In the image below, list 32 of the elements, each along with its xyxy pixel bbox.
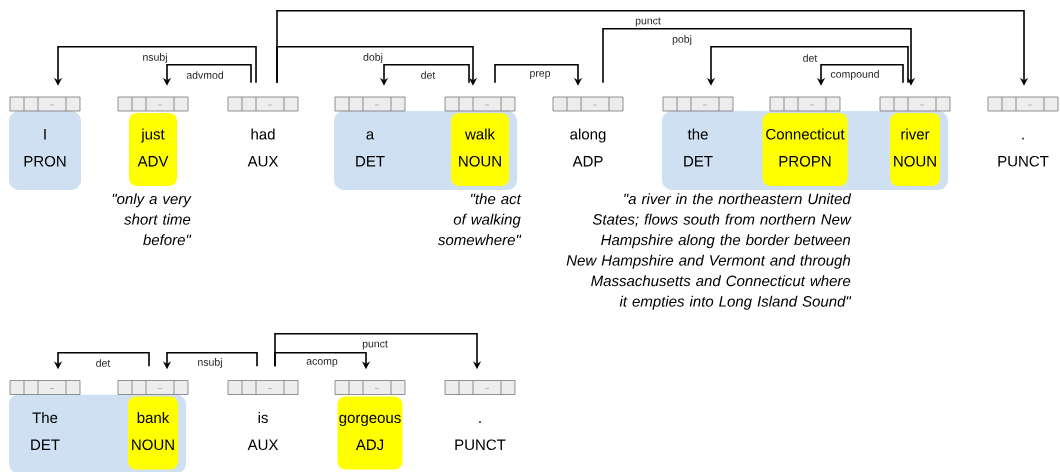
edge-label: prep [528, 70, 552, 80]
noun-chunk-band [9, 111, 81, 190]
edge-label: compound [829, 69, 881, 81]
token-text: . PUNCT [998, 137, 1049, 167]
token-text: . PUNCT [455, 421, 506, 451]
token-text: I PRON [24, 129, 66, 167]
edge-label: acomp [305, 358, 339, 368]
edge-label: det [801, 53, 819, 63]
highlighted-token-box: walk NOUN [451, 113, 509, 186]
edge-label: nsubj [196, 357, 224, 369]
token-text: had AUX [247, 128, 279, 167]
edge-label: det [94, 358, 112, 368]
highlighted-token-box: bank NOUN [128, 396, 178, 470]
edge-label: punct [361, 339, 389, 351]
edge-label: dobj [362, 52, 384, 64]
edge-label: det [419, 70, 437, 80]
edge-label: punct [634, 16, 662, 28]
definition-text: "only a very short time before" [112, 193, 192, 246]
definition-text: "a river in the northeastern United States; flows south from northern New Hampshire along the border between New Hampshire and Vermont and through Massachusetts and Connecticut where it empties into Long Island Sound" [566, 193, 852, 310]
token-text: the DET [684, 128, 713, 167]
edge-label: advmod [185, 70, 225, 80]
definition-text: "the act of walking somewhere" [438, 193, 522, 246]
token-text: a DET [356, 131, 385, 167]
token-text: The DET [31, 412, 60, 450]
highlighted-token-box: river NOUN [890, 113, 940, 186]
edge-label: pobj [671, 34, 693, 46]
highlighted-token-box: gorgeous ADJ [337, 396, 403, 470]
token-text: along ADP [570, 128, 606, 167]
highlighted-token-box: just ADV [129, 113, 177, 186]
edge-label: nsubj [141, 52, 169, 64]
token-text: is AUX [247, 412, 279, 451]
highlighted-token-box: Connecticut PROPN [762, 113, 848, 186]
